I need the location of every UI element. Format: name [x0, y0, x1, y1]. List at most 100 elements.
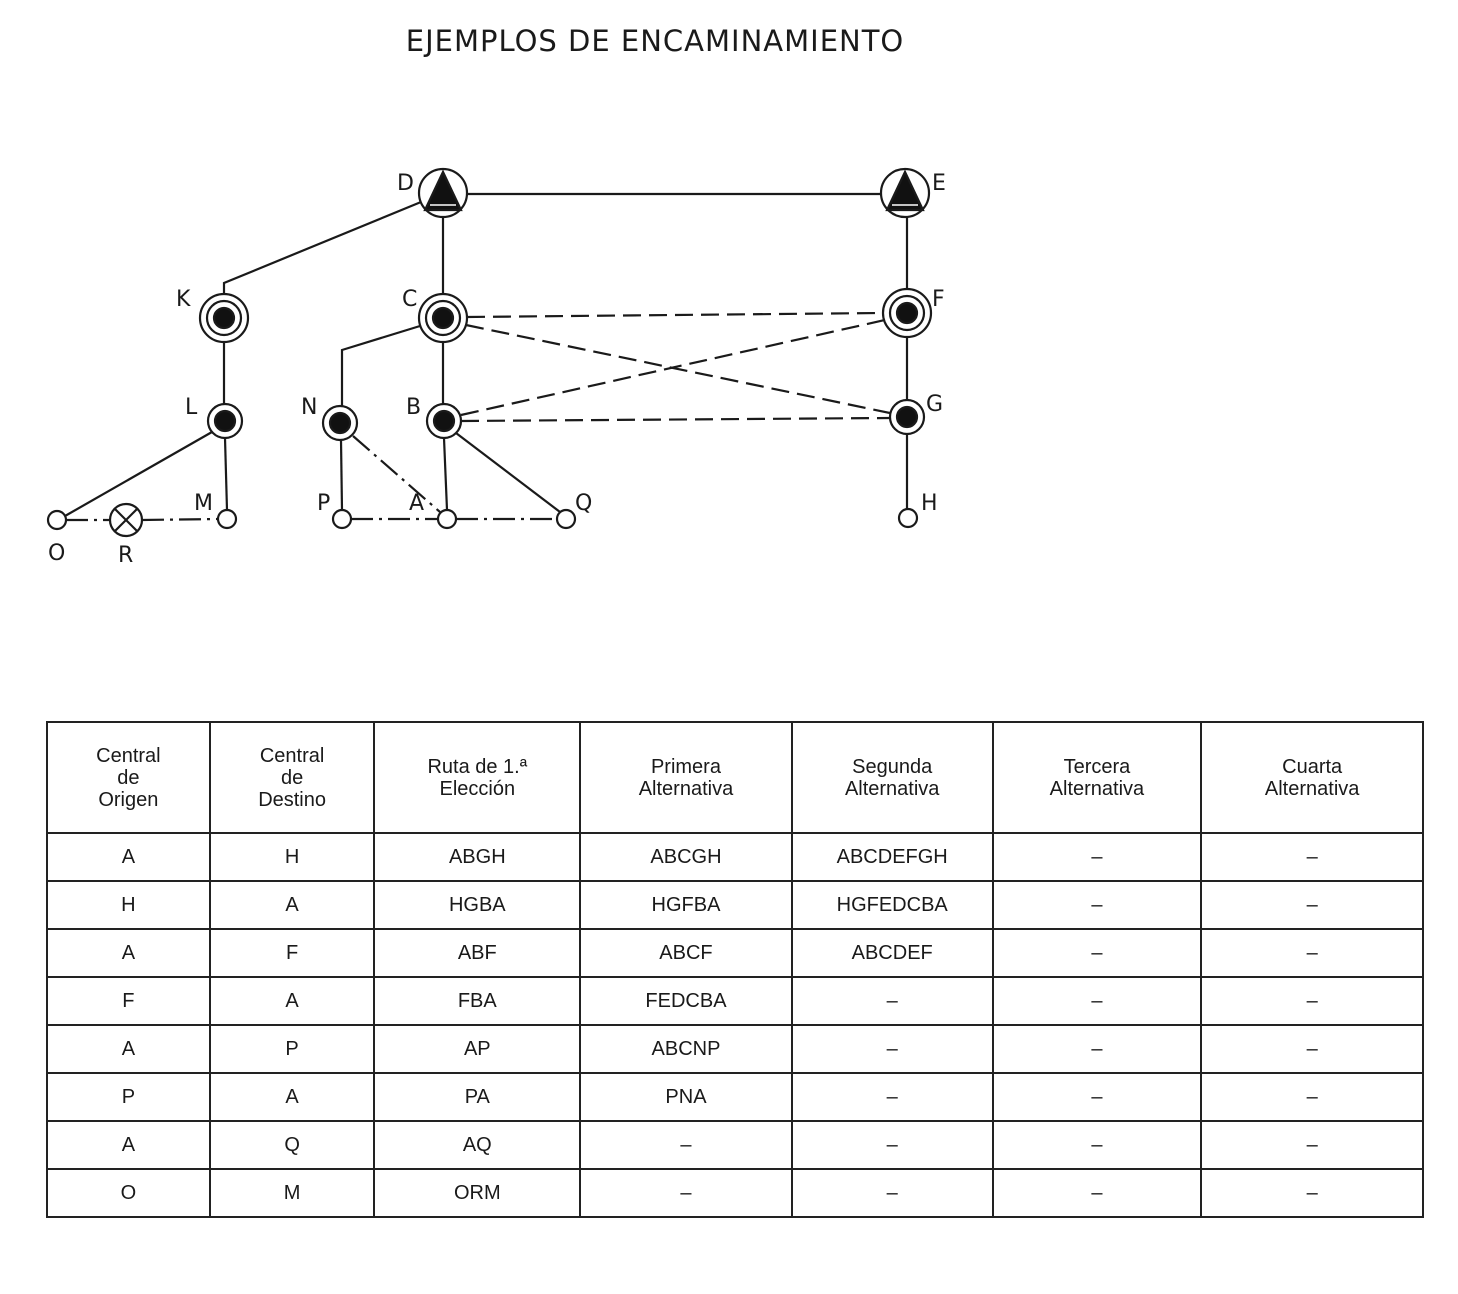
node-B-double-ring: [425, 402, 463, 440]
cell-third-alternative: –: [991, 880, 1203, 930]
label-A: A: [409, 491, 424, 516]
routing-network-diagram: D E K C F L N B G M P A Q H O R: [46, 167, 946, 568]
cell-first-alternative: ABCNP: [579, 1024, 793, 1074]
node-H-circle: [897, 507, 919, 529]
link-N-A: [352, 435, 441, 513]
label-D: D: [397, 171, 414, 196]
cell-first-choice-route: AQ: [373, 1120, 582, 1170]
cell-first-choice-route: ABF: [373, 928, 582, 978]
page-title: EJEMPLOS DE ENCAMINAMIENTO: [405, 24, 905, 58]
node-G-double-ring: [888, 398, 926, 436]
link-N-P: [339, 439, 344, 511]
header-line: Elección: [439, 777, 516, 800]
node-N-double-ring: [321, 404, 359, 442]
label-E: E: [932, 171, 946, 196]
cell-origin: H: [46, 880, 211, 930]
dash-dot-links: [66, 435, 557, 522]
cell-second-alternative: ABCDEF: [790, 928, 994, 978]
node-F-triple-ring: [881, 287, 933, 339]
node-L-double-ring: [206, 402, 244, 440]
cell-third-alternative: –: [991, 1168, 1203, 1218]
node-Q-circle: [555, 508, 577, 530]
solid-links: [64, 192, 909, 517]
node-E-triangle: [879, 167, 931, 219]
header-line: Central: [259, 744, 325, 767]
link-B-G: [460, 416, 891, 423]
label-K: K: [176, 287, 191, 312]
link-B-Q: [455, 432, 561, 513]
cell-destination: A: [208, 1072, 376, 1122]
cell-first-alternative: –: [579, 1120, 793, 1170]
label-P: P: [317, 491, 330, 516]
cell-second-alternative: HGFEDCBA: [790, 880, 994, 930]
cell-third-alternative: –: [991, 1024, 1203, 1074]
header-line: Central: [96, 744, 161, 767]
header-line: Origen: [98, 788, 159, 811]
cell-origin: A: [46, 928, 211, 978]
cell-origin: A: [46, 1120, 211, 1170]
cell-first-choice-route: AP: [373, 1024, 582, 1074]
cell-fourth-alternative: –: [1200, 1072, 1424, 1122]
cell-destination: P: [208, 1024, 376, 1074]
cell-second-alternative: –: [790, 1120, 994, 1170]
link-L-O: [64, 431, 213, 517]
cell-origin: P: [46, 1072, 211, 1122]
link-D-K: [222, 200, 422, 294]
label-Q: Q: [575, 491, 592, 516]
cell-first-choice-route: ORM: [373, 1168, 582, 1218]
link-L-M: [223, 437, 229, 511]
header-line: Primera: [650, 755, 721, 778]
cell-third-alternative: –: [991, 1120, 1203, 1170]
cell-fourth-alternative: –: [1200, 1120, 1424, 1170]
cell-fourth-alternative: –: [1200, 880, 1424, 930]
header-line: Alternativa: [844, 777, 940, 800]
cell-destination: F: [208, 928, 376, 978]
cell-fourth-alternative: –: [1200, 928, 1424, 978]
cell-first-alternative: ABCF: [579, 928, 793, 978]
node-R-cross-circle: [108, 502, 144, 538]
label-L: L: [185, 395, 198, 420]
cell-first-alternative: PNA: [579, 1072, 793, 1122]
cell-first-choice-route: PA: [373, 1072, 582, 1122]
cell-third-alternative: –: [991, 976, 1203, 1026]
label-O: O: [48, 541, 65, 566]
cell-second-alternative: –: [790, 976, 994, 1026]
cell-first-choice-route: FBA: [373, 976, 582, 1026]
cell-first-alternative: FEDCBA: [579, 976, 793, 1026]
cell-fourth-alternative: –: [1200, 976, 1424, 1026]
cell-destination: Q: [208, 1120, 376, 1170]
header-line: Destino: [258, 788, 326, 811]
cell-fourth-alternative: –: [1200, 1024, 1424, 1074]
cell-third-alternative: –: [991, 928, 1203, 978]
nodes: [46, 167, 933, 538]
cell-destination: M: [208, 1168, 376, 1218]
header-line: Segunda: [852, 755, 933, 778]
node-C-triple-ring: [417, 292, 469, 344]
cell-third-alternative: –: [991, 1072, 1203, 1122]
header-line: de: [280, 766, 304, 789]
node-labels: D E K C F L N B G M P A Q H O R: [48, 171, 946, 568]
header-line: Tercera: [1063, 755, 1131, 778]
label-R: R: [118, 543, 133, 568]
cell-origin: A: [46, 832, 211, 882]
label-B: B: [406, 395, 421, 420]
node-D-triangle: [417, 167, 469, 219]
link-R-M: [141, 517, 219, 522]
cell-second-alternative: –: [790, 1168, 994, 1218]
cell-first-choice-route: HGBA: [373, 880, 582, 930]
header-line: Cuarta: [1282, 755, 1343, 778]
label-C: C: [402, 287, 417, 312]
link-B-A: [442, 437, 449, 511]
